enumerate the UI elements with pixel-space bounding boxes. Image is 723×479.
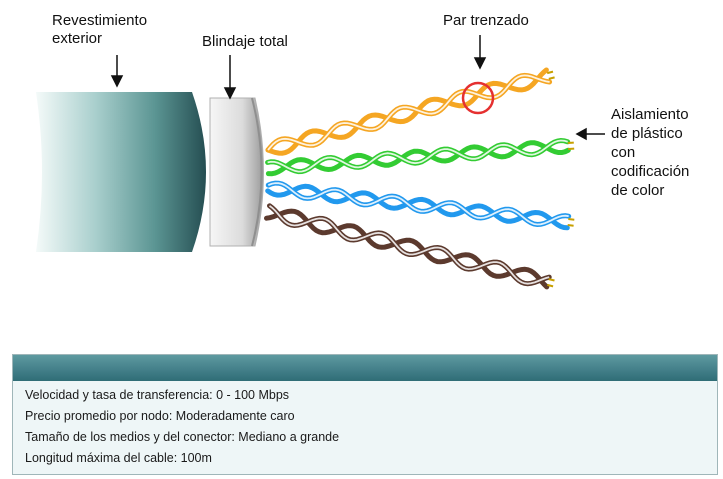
wire-tip-orange-2: [546, 70, 554, 75]
wire-brown-1-stripe: [266, 210, 548, 288]
outer-jacket: [36, 92, 206, 252]
shield-foil: [209, 97, 264, 247]
twisted-pair-green: [265, 137, 575, 177]
wire-tip-brown-1: [547, 283, 554, 288]
label-insulation-line1: Aislamiento: [611, 106, 689, 123]
arrow-insulation: [575, 127, 605, 141]
twisted-pair-blue: [265, 180, 575, 231]
highlight-circle: [461, 81, 495, 115]
wire-orange-1-stripe: [267, 69, 548, 155]
info-item-speed: Velocidad y tasa de transferencia: 0 - 1…: [25, 388, 290, 402]
label-insulation-line2: de plástico: [611, 125, 683, 142]
info-list: Velocidad y tasa de transferencia: 0 - 1…: [13, 381, 717, 469]
info-item-size: Tamaño de los medios y del conector: Med…: [25, 430, 340, 444]
wire-green-2-stripe: [267, 139, 568, 173]
wire-brown-2-stripe: [268, 205, 550, 285]
arrow-outer-jacket: [110, 55, 124, 88]
info-item-cost: Precio promedio por nodo: Moderadamente …: [25, 409, 295, 423]
wire-orange-1: [265, 67, 549, 156]
twisted-pairs: [264, 67, 575, 290]
wire-orange-2-stripe: [267, 74, 550, 151]
twisted-pair-brown: [264, 203, 555, 290]
wire-blue-1-stripe: [267, 185, 568, 229]
wire-blue-2-stripe: [267, 182, 569, 226]
label-insulation: Aislamiento de plástico con codificación…: [611, 105, 689, 200]
wire-tip-blue-2: [568, 218, 575, 221]
wire-tip-blue-1: [567, 224, 574, 227]
shield-rim: [251, 97, 263, 247]
label-outer-jacket-line2: exterior: [52, 30, 103, 47]
info-panel-header: [13, 355, 717, 381]
info-item-length: Longitud máxima del cable: 100m: [25, 451, 212, 465]
label-shield: Blindaje total: [202, 33, 288, 50]
info-panel: Velocidad y tasa de transferencia: 0 - 1…: [12, 354, 718, 475]
arrow-twisted-pair: [473, 35, 487, 70]
label-outer-jacket: Revestimiento exterior: [52, 12, 147, 48]
wire-tip-brown-2: [548, 278, 555, 282]
label-insulation-line5: de color: [611, 182, 665, 199]
label-outer-jacket-line1: Revestimiento: [52, 12, 148, 29]
twisted-pair-orange: [265, 67, 555, 156]
label-twisted-pair: Par trenzado: [443, 12, 529, 29]
wire-tip-orange-1: [548, 76, 555, 80]
arrow-shield: [223, 55, 237, 100]
label-insulation-line4: codificación: [611, 163, 690, 180]
stp-cable-diagram: [36, 35, 605, 290]
label-insulation-line3: con: [611, 144, 636, 161]
